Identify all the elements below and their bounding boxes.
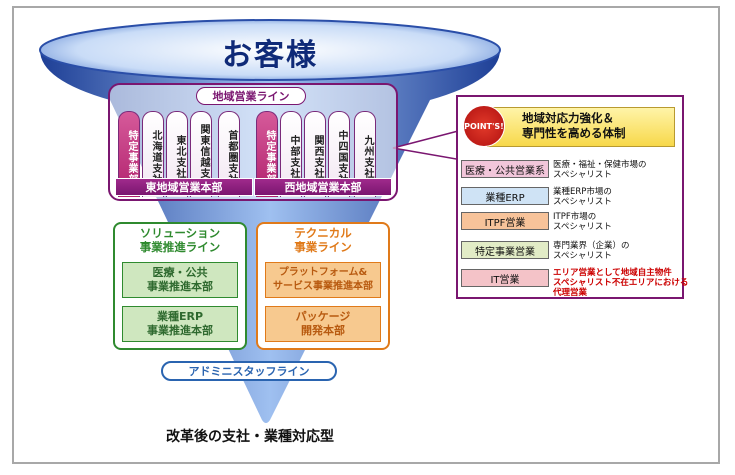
east-hq: 東地域営業本部 [115,178,253,196]
branch-4: 首都圏支社 [218,111,240,197]
technical-line-title: テクニカル 事業ライン [294,226,352,254]
caption: 改革後の支社・業種対応型 [166,429,334,445]
branch-3: 関東信越支社 [190,111,212,197]
legend-desc-1: 業種ERP市場の スペシャリスト [553,187,612,207]
legend-label-4: IT営業 [461,269,549,287]
branch-9: 九州支社 [354,111,376,197]
technical-unit-platform: プラットフォーム& サービス事業推進本部 [265,262,381,298]
regional-line-label: 地域営業ライン [196,87,306,105]
west-hq: 西地域営業本部 [254,178,392,196]
branch-2: 東北支社 [166,111,188,197]
legend-desc-4: エリア営業として地域自主物件 スペシャリスト不在エリアにおける 代理営業 [553,268,689,298]
legend-label-2: ITPF営業 [461,212,549,230]
legend-desc-0: 医療・福祉・保健市場の スペシャリスト [553,160,647,180]
legend-desc-2: ITPF市場の スペシャリスト [553,212,612,232]
legend-label-1: 業種ERP [461,187,549,205]
customer-title: お客様 [222,38,318,73]
funnel-top [39,19,501,81]
legend-label-3: 特定事業営業 [461,241,549,259]
points-title: 地域対応力強化＆ 専門性を高める体制 [522,111,626,140]
points-header [487,107,675,147]
solution-line-title: ソリューション 事業推進ライン [139,226,221,254]
legend-label-0: 医療・公共営業系 [461,160,549,178]
branch-8: 中四国支社 [328,111,350,197]
branch-1: 北海道支社 [142,111,164,197]
solution-unit-erp: 業種ERP 事業推進本部 [122,306,238,342]
admin-line: アドミニスタッフライン [161,361,337,381]
technical-unit-package: パッケージ 開発本部 [265,306,381,342]
points-badge: POINT'S! [463,105,505,147]
legend-desc-3: 専門業界（企業）の スペシャリスト [553,241,630,261]
branch-7: 関西支社 [304,111,326,197]
branch-5: 特定事業部 [256,111,278,197]
solution-unit-medical: 医療・公共 事業推進本部 [122,262,238,298]
branch-0: 特定事業部 [118,111,140,197]
branch-6: 中部支社 [280,111,302,197]
